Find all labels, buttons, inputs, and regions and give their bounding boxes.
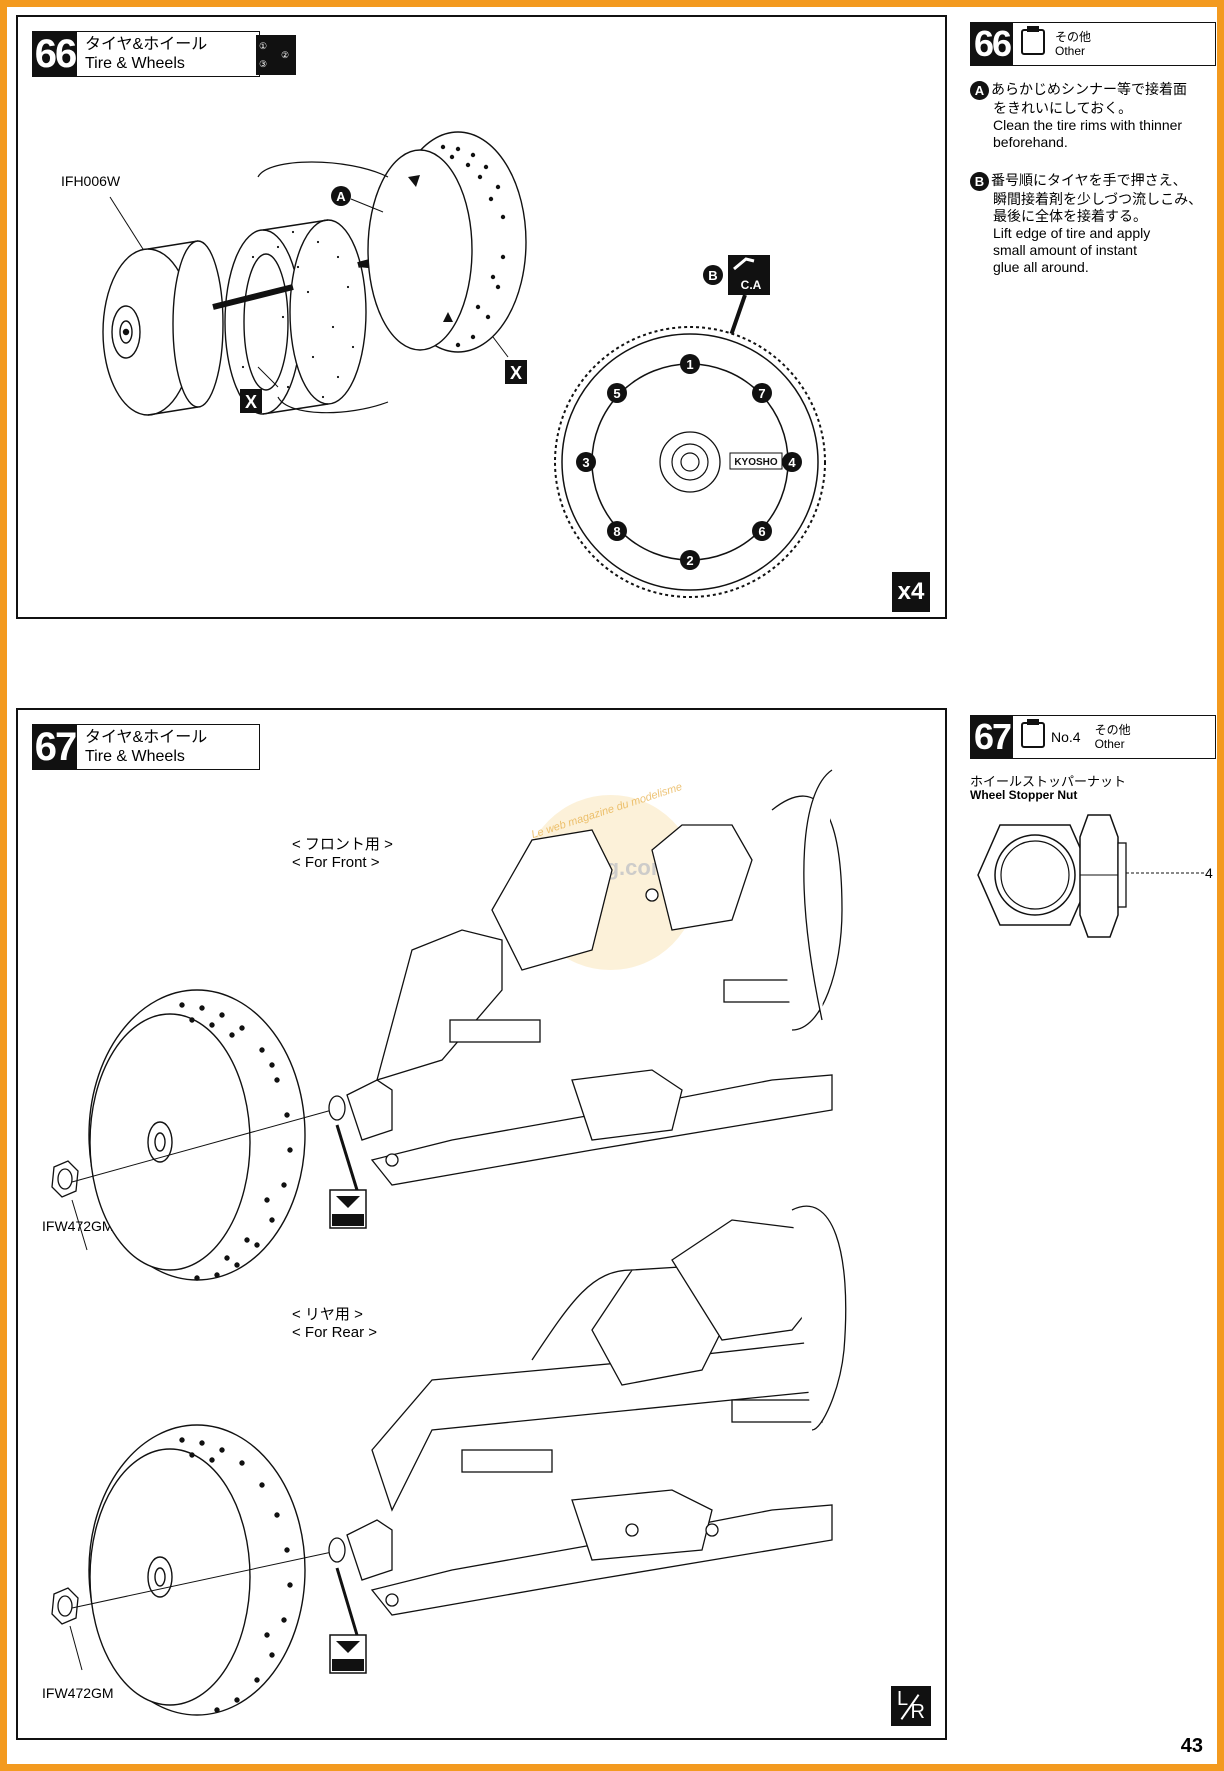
brand-logo: KYOSHO — [734, 457, 778, 468]
lr-l: L — [897, 1688, 909, 1710]
glue-point-5: 5 — [613, 386, 620, 401]
note-b-jp-2: 瞬間接着剤を少しづつ流しこみ、 — [993, 191, 1203, 207]
order-2: ② — [281, 49, 290, 60]
rear-label-en: < For Rear > — [292, 1324, 378, 1341]
title-jp: タイヤ&ホイール — [85, 36, 208, 53]
glue-points: 1 2 3 4 5 6 7 8 — [576, 354, 802, 570]
step-67-panel: 67 タイヤ&ホイール Tire & Wheels < フロント用 > < Fo… — [16, 708, 947, 1740]
other-en: Other — [1094, 737, 1125, 751]
note-b-en-3: glue all around. — [993, 259, 1089, 275]
note-a-jp-1: あらかじめシンナー等で接着面 — [991, 81, 1187, 98]
part-label-front: IFW472GM — [42, 1218, 114, 1234]
glue-point-7: 7 — [758, 386, 765, 401]
order-1: ① — [259, 40, 268, 51]
rear-assembly-diagram — [51, 1205, 847, 1716]
side-category: その他 Other — [1049, 23, 1091, 65]
wheel-rim — [102, 240, 224, 416]
part-label-rear: IFW472GM — [42, 1685, 114, 1701]
bag-number: No.4 — [1051, 729, 1081, 745]
title-en: Tire & Wheels — [85, 55, 185, 72]
left-right-badge: L R — [891, 1686, 931, 1726]
foam-insert — [224, 219, 367, 415]
glue-point-4: 4 — [788, 455, 796, 470]
note-a-en-1: Clean the tire rims with thinner — [993, 117, 1183, 133]
parts-bag-icon — [1021, 719, 1045, 748]
order-3: ③ — [259, 58, 268, 69]
note-b-marker: B — [970, 172, 989, 191]
front-chassis — [328, 795, 843, 1186]
marker-b: B — [708, 268, 717, 283]
side-67-header: 67 No.4 その他 Other — [970, 715, 1216, 759]
tire — [367, 131, 527, 353]
note-a-marker: A — [970, 81, 989, 100]
quantity-badge: x4 — [892, 572, 930, 612]
front-assembly-diagram — [51, 769, 843, 1281]
step-title: タイヤ&ホイール Tire & Wheels — [77, 725, 207, 769]
title-en: Tire & Wheels — [85, 748, 185, 765]
nut-name-en: Wheel Stopper Nut — [970, 788, 1078, 802]
page-number: 43 — [1180, 1735, 1203, 1757]
step-title: タイヤ&ホイール Tire & Wheels — [77, 32, 207, 76]
note-b-jp-1: 番号順にタイヤを手で押さえ、 — [991, 172, 1187, 189]
side-step-number: 66 — [971, 23, 1013, 65]
glue-point-8: 8 — [613, 524, 620, 539]
assembly-order-icon: ① ② ③ — [256, 35, 296, 75]
note-a-en-2: beforehand. — [993, 134, 1068, 150]
front-wheel-nut — [51, 1160, 79, 1198]
parts-bag-icon — [1021, 26, 1045, 55]
other-en: Other — [1055, 44, 1086, 58]
ca-glue-label: C.A — [741, 278, 762, 292]
lr-r: R — [910, 1701, 925, 1723]
nut-quantity: 4 — [1205, 865, 1213, 881]
title-jp: タイヤ&ホイール — [85, 729, 208, 746]
step-67-header: 67 タイヤ&ホイール Tire & Wheels — [32, 724, 260, 770]
note-b-en-1: Lift edge of tire and apply — [993, 225, 1151, 241]
nut-name-jp: ホイールストッパーナット — [970, 774, 1127, 789]
side-category: その他 Other — [1089, 716, 1131, 758]
part-label-ifh006w: IFH006W — [61, 173, 121, 189]
front-tire — [88, 989, 306, 1281]
marker-a: A — [336, 189, 346, 204]
front-label-en: < For Front > — [292, 854, 380, 871]
note-b-jp-3: 最後に全体を接着する。 — [993, 208, 1147, 224]
rear-wheel-nut — [51, 1587, 79, 1625]
side-step-number: 67 — [971, 716, 1013, 758]
other-jp: その他 — [1055, 30, 1092, 44]
wheel-stopper-nut-drawing — [977, 814, 1206, 938]
step-number: 66 — [33, 31, 77, 76]
rear-chassis — [328, 1205, 847, 1616]
side-66-header: 66 その他 Other — [970, 22, 1216, 66]
glue-point-2: 2 — [686, 553, 693, 568]
step-66-header: 66 タイヤ&ホイール Tire & Wheels — [32, 31, 260, 77]
glue-point-3: 3 — [582, 455, 589, 470]
rear-label-jp: < リヤ用 > — [292, 1306, 363, 1323]
step-number: 67 — [33, 724, 77, 769]
glue-order-diagram: B C.A KYOSHO 1 2 3 4 5 6 7 8 — [554, 255, 826, 598]
other-jp: その他 — [1094, 723, 1131, 737]
tire-wheel-exploded-diagram: A X X — [102, 131, 527, 416]
marker-x-tire: X — [510, 363, 522, 383]
rear-tire — [88, 1424, 306, 1716]
marker-x-foam: X — [245, 392, 257, 412]
note-b-en-2: small amount of instant — [993, 242, 1137, 258]
step-66-panel: 66 タイヤ&ホイール Tire & Wheels ① ② ③ IFH006W — [16, 15, 947, 619]
note-a-jp-2: をきれいにしておく。 — [993, 100, 1133, 116]
glue-point-6: 6 — [758, 524, 765, 539]
front-label-jp: < フロント用 > — [292, 836, 393, 853]
glue-point-1: 1 — [686, 357, 693, 372]
